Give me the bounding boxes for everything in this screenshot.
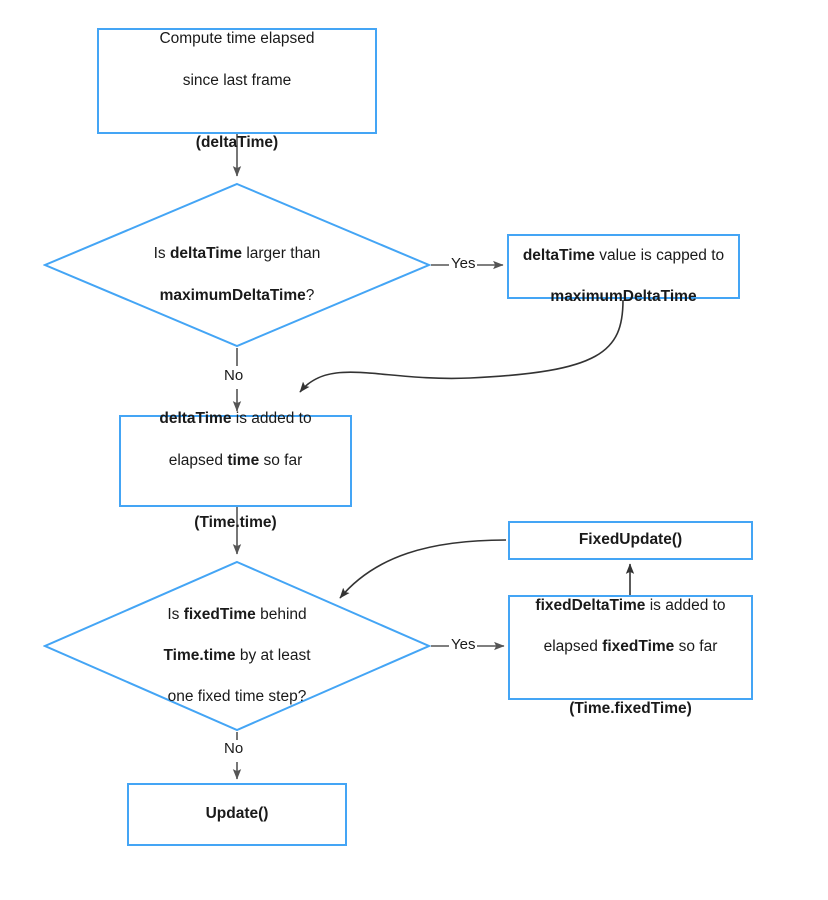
compute-line-2: since last frame [182, 71, 292, 89]
d2-line3: one fixed time step? [167, 688, 307, 706]
d1-line1-bold: deltaTime [169, 245, 243, 263]
node-is-delta-larger-text: Is deltaTime larger than maximumDeltaTim… [154, 224, 321, 306]
d1-line2-bold: maximumDeltaTime [159, 286, 306, 304]
node-compute-delta-time-text: Compute time elapsed since last frame (d… [151, 9, 322, 153]
edge-label-decision2-yes: Yes [449, 636, 478, 653]
d2-line1-bold: fixedTime [183, 605, 256, 623]
cap-line1-bold: deltaTime [522, 246, 595, 264]
box2-line2-bold: time [227, 451, 260, 469]
fixedbox-line2-pre: elapsed [543, 638, 603, 656]
fixedbox-line3: (Time.fixedTime) [569, 700, 692, 718]
node-is-fixed-behind-text: Is fixedTime behind Time.time by at leas… [163, 584, 310, 708]
fixedbox-line1-bold: fixedDeltaTime [535, 596, 646, 614]
d2-line2-bold: Time.time [163, 647, 236, 664]
edge-label-decision2-no: No [222, 740, 246, 757]
fixedbox-line2-bold: fixedTime [602, 638, 675, 656]
node-add-delta-to-time[interactable]: deltaTime is added to elapsed time so fa… [119, 410, 352, 531]
diamond1-shape [43, 182, 431, 348]
node-fixed-update-text: FixedUpdate() [578, 531, 683, 549]
edge-label-decision1-no: No [222, 367, 246, 384]
node-fixed-update[interactable]: FixedUpdate() [508, 521, 753, 560]
d2-line1-pre: Is [167, 605, 184, 623]
node-cap-delta-time[interactable]: deltaTime value is capped to maximumDelt… [507, 234, 740, 305]
d2-line2-post: by at least [235, 647, 311, 664]
d1-line2-post: ? [305, 286, 315, 304]
cap-line2-bold: maximumDeltaTime [550, 288, 697, 306]
d2-line1-post: behind [255, 605, 307, 623]
box2-line1-bold: deltaTime [159, 410, 232, 428]
node-compute-delta-time[interactable]: Compute time elapsed since last frame (d… [97, 28, 377, 151]
compute-line-3: (deltaTime) [195, 133, 279, 151]
node-is-fixed-behind[interactable]: Is fixedTime behind Time.time by at leas… [43, 560, 431, 732]
box2-line1-post: is added to [231, 410, 312, 428]
d1-line1-post: larger than [242, 245, 321, 263]
fixedbox-line1-post: is added to [645, 596, 726, 614]
node-update[interactable]: Update() [127, 783, 347, 846]
box2-line2-post: so far [259, 451, 303, 469]
d1-line1-pre: Is [153, 245, 170, 263]
node-add-delta-to-time-text: deltaTime is added to elapsed time so fa… [151, 389, 319, 533]
diamond2-shape [43, 560, 431, 732]
node-add-fixed-delta[interactable]: fixedDeltaTime is added to elapsed fixed… [508, 595, 753, 717]
edge-label-decision1-yes: Yes [449, 255, 478, 272]
node-add-fixed-delta-text: fixedDeltaTime is added to elapsed fixed… [527, 575, 733, 719]
cap-line1-post: value is capped to [594, 246, 725, 264]
box2-line3: (Time.time) [194, 513, 277, 531]
box2-line2-pre: elapsed [168, 451, 228, 469]
node-update-text: Update() [205, 805, 269, 823]
fixedbox-line2-post: so far [674, 638, 718, 656]
compute-line-1: Compute time elapsed [159, 30, 315, 48]
node-cap-delta-time-text: deltaTime value is capped to maximumDelt… [515, 225, 732, 307]
node-is-delta-larger[interactable]: Is deltaTime larger than maximumDeltaTim… [43, 182, 431, 348]
